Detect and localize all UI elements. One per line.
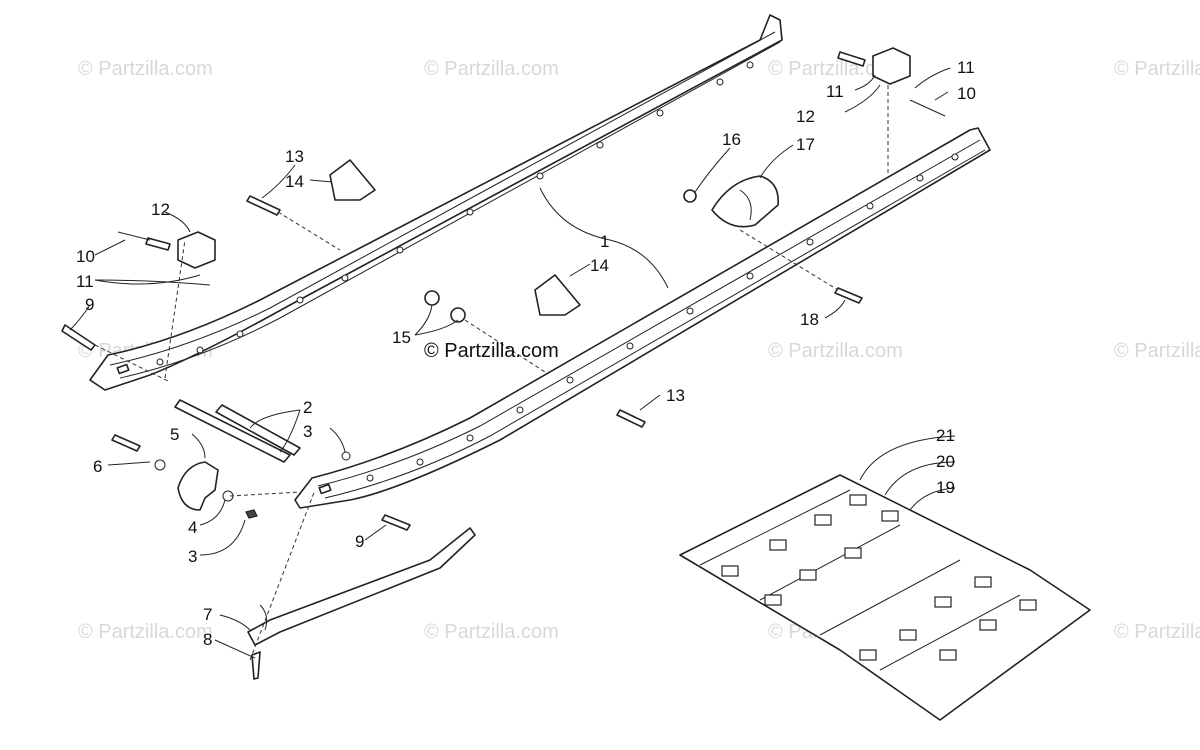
callout-4: 4 bbox=[188, 518, 197, 537]
callout-12: 12 bbox=[151, 200, 170, 219]
callout-21: 21 bbox=[936, 426, 955, 445]
leader-lines bbox=[69, 67, 956, 661]
callout-2: 2 bbox=[303, 398, 312, 417]
cross-shafts bbox=[174, 399, 301, 463]
callout-14: 14 bbox=[590, 256, 609, 275]
callout-3: 3 bbox=[188, 547, 197, 566]
callout-13: 13 bbox=[666, 386, 685, 405]
watermark: © Partzilla.com bbox=[1114, 621, 1200, 643]
callout-18: 18 bbox=[800, 310, 819, 329]
watermark: © Partzilla.com bbox=[78, 58, 213, 80]
watermark: © Partzilla.com bbox=[424, 58, 559, 80]
callout-9: 9 bbox=[355, 532, 364, 551]
callout-1: 1 bbox=[600, 232, 609, 251]
watermark: © Partzilla.com bbox=[768, 340, 903, 362]
callout-5: 5 bbox=[170, 425, 179, 444]
callout-7: 7 bbox=[203, 605, 212, 624]
center-watermark: © Partzilla.com bbox=[424, 340, 559, 362]
callout-16: 16 bbox=[722, 130, 741, 149]
rail-caps bbox=[145, 47, 911, 269]
callouts: 1 2 3 3 4 5 6 7 8 9 9 10 10 11 11 11 12 … bbox=[76, 58, 976, 649]
callout-9: 9 bbox=[85, 295, 94, 314]
callout-14: 14 bbox=[285, 172, 304, 191]
watermark: © Partzilla.com bbox=[1114, 340, 1200, 362]
pins bbox=[117, 99, 946, 241]
callout-11: 11 bbox=[957, 58, 975, 77]
callout-3: 3 bbox=[303, 422, 312, 441]
watermark: © Partzilla.com bbox=[78, 621, 213, 643]
callout-13: 13 bbox=[285, 147, 304, 166]
bolts bbox=[61, 195, 863, 531]
track bbox=[679, 474, 1091, 721]
nuts bbox=[341, 189, 697, 461]
watermark: © Partzilla.com bbox=[768, 58, 903, 80]
callout-12: 12 bbox=[796, 107, 815, 126]
left-slide-rail bbox=[89, 14, 783, 391]
callout-11: 11 bbox=[76, 272, 94, 291]
callout-17: 17 bbox=[796, 135, 815, 154]
callout-11: 11 bbox=[826, 82, 844, 101]
watermark: © Partzilla.com bbox=[1114, 58, 1200, 80]
callout-6: 6 bbox=[93, 457, 102, 476]
callout-15: 15 bbox=[392, 328, 411, 347]
callout-8: 8 bbox=[203, 630, 212, 649]
watermark: © Partzilla.com bbox=[424, 621, 559, 643]
callout-10: 10 bbox=[957, 84, 976, 103]
callout-10: 10 bbox=[76, 247, 95, 266]
right-slide-rail bbox=[294, 127, 991, 509]
callout-19: 19 bbox=[936, 478, 955, 497]
wear-strip bbox=[247, 527, 476, 680]
idler-wheel bbox=[154, 459, 258, 519]
brackets bbox=[329, 159, 581, 316]
shock-wheel bbox=[711, 175, 779, 228]
callout-20: 20 bbox=[936, 452, 955, 471]
